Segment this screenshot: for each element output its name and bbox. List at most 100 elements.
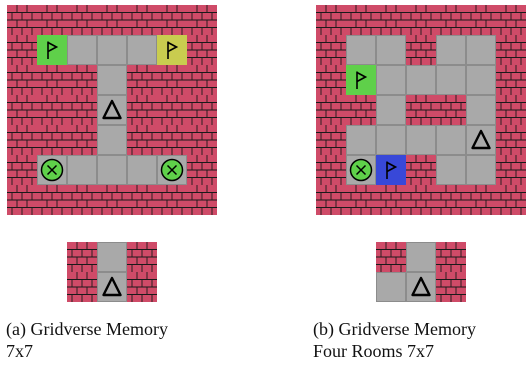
agent-triangle-icon bbox=[406, 272, 436, 302]
floor-cell bbox=[67, 35, 97, 65]
panel-a-full-grid bbox=[7, 5, 217, 215]
wall-cell-graphic bbox=[436, 242, 466, 272]
floor-cell-graphic bbox=[376, 35, 406, 65]
floor-cell-graphic bbox=[127, 35, 157, 65]
wall-cell bbox=[496, 185, 526, 215]
wall-cell-graphic bbox=[97, 185, 127, 215]
wall-cell-graphic bbox=[187, 125, 217, 155]
exit-x-circle-icon bbox=[157, 155, 187, 185]
wall-cell-graphic bbox=[7, 155, 37, 185]
floor-cell-graphic bbox=[466, 35, 496, 65]
wall-cell bbox=[157, 95, 187, 125]
floor-cell bbox=[97, 242, 127, 272]
floor-cell-graphic bbox=[376, 272, 406, 302]
wall-cell bbox=[436, 95, 466, 125]
agent-triangle-icon bbox=[97, 272, 127, 302]
wall-cell bbox=[406, 155, 436, 185]
wall-cell bbox=[316, 5, 346, 35]
floor-cell bbox=[406, 65, 436, 95]
wall-cell bbox=[376, 5, 406, 35]
wall-cell bbox=[187, 155, 217, 185]
agent-triangle-icon bbox=[97, 95, 127, 125]
wall-cell-graphic bbox=[316, 185, 346, 215]
wall-cell-graphic bbox=[496, 5, 526, 35]
floor-cell bbox=[406, 242, 436, 272]
wall-cell bbox=[496, 5, 526, 35]
wall-cell bbox=[7, 155, 37, 185]
flag-icon bbox=[37, 35, 67, 65]
wall-cell-graphic bbox=[406, 5, 436, 35]
floor-cell-graphic bbox=[466, 95, 496, 125]
floor-cell-graphic bbox=[406, 242, 436, 272]
wall-cell-graphic bbox=[37, 95, 67, 125]
floor-cell-graphic bbox=[436, 35, 466, 65]
floor-cell bbox=[466, 155, 496, 185]
wall-cell bbox=[376, 242, 406, 272]
exit-cell bbox=[346, 155, 376, 185]
floor-cell bbox=[346, 35, 376, 65]
panel-b-caption-line-1: (b) Gridverse Memory bbox=[313, 319, 476, 339]
wall-cell-graphic bbox=[157, 5, 187, 35]
exit-x-circle-icon bbox=[37, 155, 67, 185]
wall-cell-graphic bbox=[436, 95, 466, 125]
wall-cell bbox=[436, 272, 466, 302]
wall-cell-graphic bbox=[67, 185, 97, 215]
agent-cell bbox=[466, 125, 496, 155]
floor-cell bbox=[97, 125, 127, 155]
floor-cell bbox=[97, 65, 127, 95]
wall-cell bbox=[67, 185, 97, 215]
wall-cell bbox=[157, 65, 187, 95]
wall-cell-graphic bbox=[316, 65, 346, 95]
wall-cell bbox=[127, 5, 157, 35]
wall-cell-graphic bbox=[187, 35, 217, 65]
floor-cell-graphic bbox=[466, 65, 496, 95]
agent-cell bbox=[406, 272, 436, 302]
wall-cell bbox=[157, 5, 187, 35]
wall-cell bbox=[127, 185, 157, 215]
wall-cell bbox=[187, 95, 217, 125]
wall-cell-graphic bbox=[157, 125, 187, 155]
floor-cell-graphic bbox=[436, 155, 466, 185]
floor-cell-graphic bbox=[466, 155, 496, 185]
floor-cell bbox=[67, 155, 97, 185]
wall-cell bbox=[316, 35, 346, 65]
wall-cell bbox=[496, 125, 526, 155]
green-flag-cell bbox=[346, 65, 376, 95]
wall-cell-graphic bbox=[127, 95, 157, 125]
floor-cell-graphic bbox=[436, 65, 466, 95]
wall-cell bbox=[316, 65, 346, 95]
wall-cell-graphic bbox=[67, 5, 97, 35]
floor-cell bbox=[466, 95, 496, 125]
wall-cell bbox=[316, 185, 346, 215]
floor-cell bbox=[466, 65, 496, 95]
wall-cell bbox=[316, 125, 346, 155]
wall-cell bbox=[406, 185, 436, 215]
floor-cell-graphic bbox=[67, 155, 97, 185]
floor-cell-graphic bbox=[376, 95, 406, 125]
panel-b-caption: (b) Gridverse Memory Four Rooms 7x7 bbox=[313, 318, 476, 362]
wall-cell-graphic bbox=[316, 95, 346, 125]
wall-cell bbox=[7, 35, 37, 65]
floor-cell bbox=[376, 65, 406, 95]
wall-cell bbox=[37, 65, 67, 95]
floor-cell-graphic bbox=[376, 125, 406, 155]
wall-cell-graphic bbox=[7, 65, 37, 95]
green-flag-cell bbox=[37, 35, 67, 65]
floor-cell bbox=[466, 35, 496, 65]
flag-icon bbox=[376, 155, 406, 185]
wall-cell bbox=[67, 95, 97, 125]
wall-cell bbox=[127, 242, 157, 272]
wall-cell bbox=[127, 95, 157, 125]
wall-cell bbox=[97, 5, 127, 35]
floor-cell bbox=[436, 125, 466, 155]
floor-cell-graphic bbox=[97, 155, 127, 185]
wall-cell-graphic bbox=[67, 272, 97, 302]
wall-cell bbox=[127, 125, 157, 155]
floor-cell bbox=[97, 155, 127, 185]
wall-cell-graphic bbox=[187, 5, 217, 35]
exit-cell bbox=[157, 155, 187, 185]
exit-x-circle-icon bbox=[346, 155, 376, 185]
wall-cell bbox=[496, 65, 526, 95]
floor-cell bbox=[127, 35, 157, 65]
floor-cell bbox=[406, 125, 436, 155]
